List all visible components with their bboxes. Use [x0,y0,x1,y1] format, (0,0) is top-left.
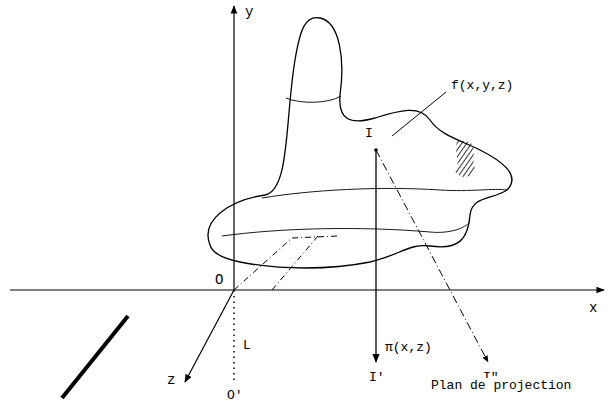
oblique-ray [376,150,488,362]
shading [455,140,476,177]
construction-line [272,236,318,290]
origin-label: O' [226,388,244,403]
point-label: I [364,126,374,141]
projection-label: π(x,z) [384,340,433,355]
leader-line [392,92,446,136]
contour-line [286,96,341,102]
axis-label: x [588,300,598,316]
plane-label: Plan de projection [430,378,572,393]
contour-line [262,188,507,198]
projection-plane-edge [62,316,128,398]
function-label: f(x,y,z) [450,78,514,93]
construction-line [234,236,338,290]
axis-label: y [244,4,254,20]
z-axis [185,290,234,382]
y-axis [233,6,234,292]
origin-label: O [214,272,224,288]
distance-label: L [242,338,252,353]
distance-line [233,296,235,382]
point-label: I' [368,370,386,385]
surface-outline [208,18,512,268]
x-axis [10,289,604,290]
axis-label: z [166,372,176,388]
contour-line [222,222,470,236]
projection-ray [375,150,376,362]
